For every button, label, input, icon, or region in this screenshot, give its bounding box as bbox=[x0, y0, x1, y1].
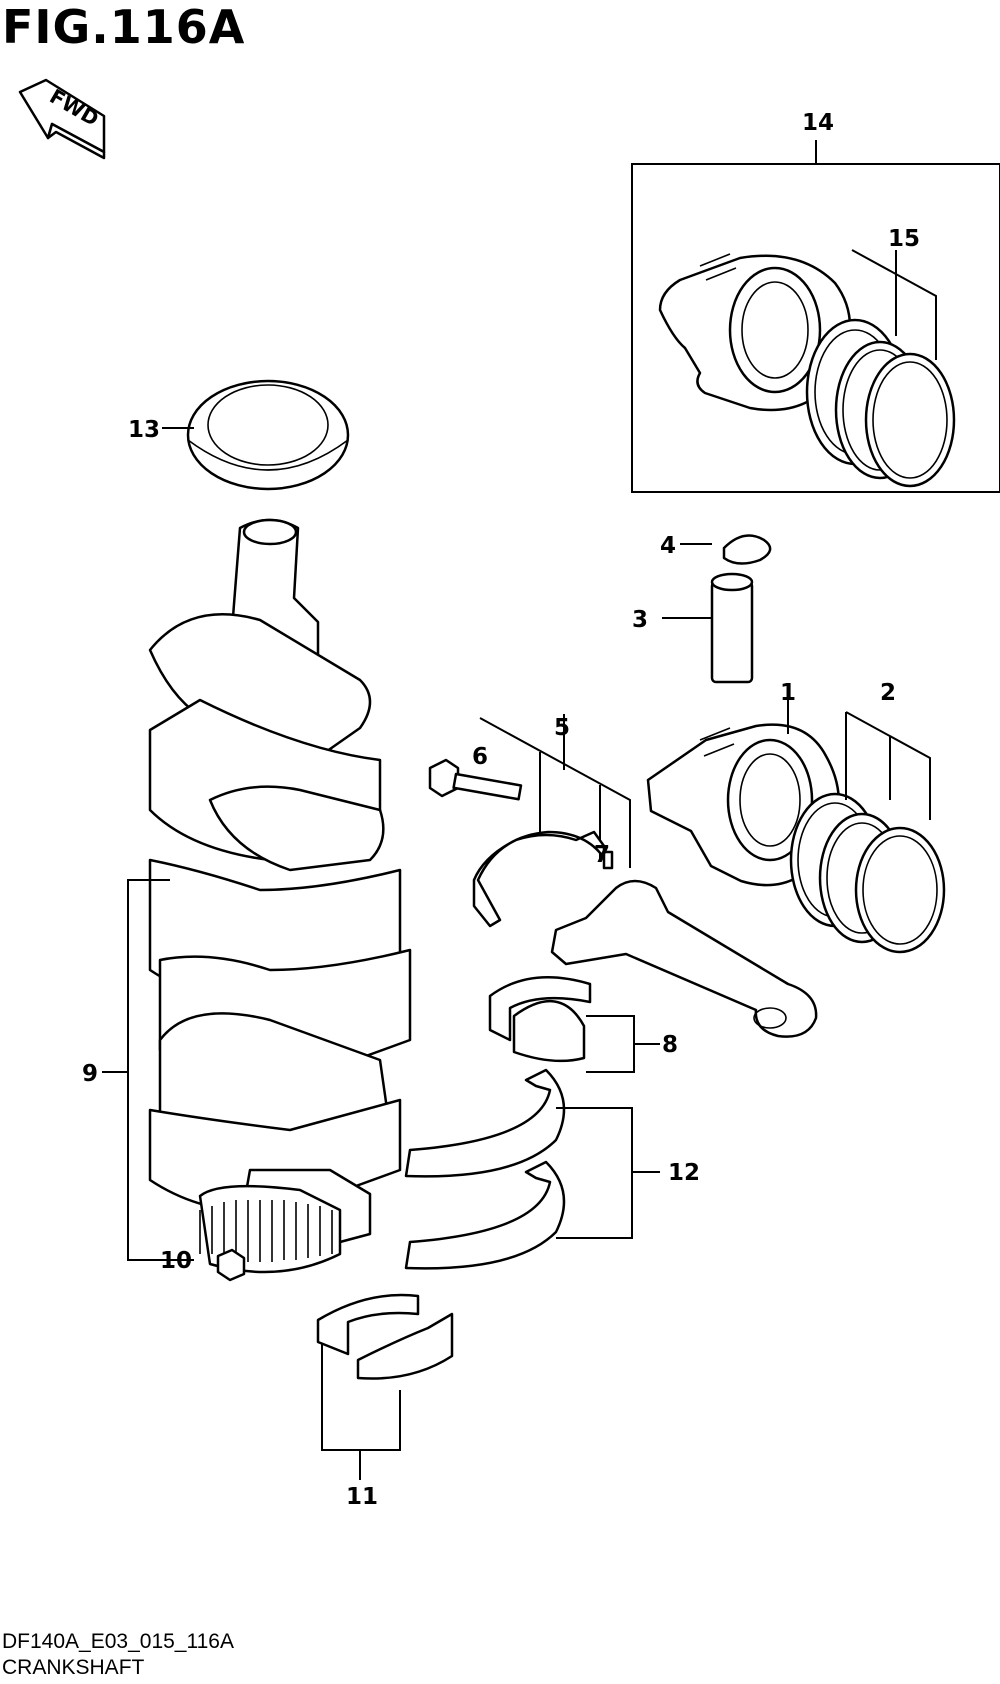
main-bearing bbox=[316, 1293, 454, 1380]
callout-6: 6 bbox=[472, 744, 488, 770]
thrust-washers bbox=[404, 1068, 566, 1270]
callout-8: 8 bbox=[662, 1032, 678, 1058]
connecting-rod bbox=[550, 879, 818, 1038]
callout-13: 13 bbox=[128, 417, 160, 443]
callout-15: 15 bbox=[888, 226, 920, 252]
piston-pin-circlip bbox=[722, 534, 772, 565]
callout-14: 14 bbox=[802, 110, 834, 136]
callout-3: 3 bbox=[632, 607, 648, 633]
piston-rings-in-box bbox=[805, 318, 956, 488]
callout-5: 5 bbox=[554, 715, 570, 741]
crankshaft bbox=[148, 518, 412, 1274]
callout-7: 7 bbox=[594, 842, 610, 868]
oil-seal bbox=[186, 379, 350, 491]
callout-11: 11 bbox=[346, 1484, 378, 1510]
conrod-cap bbox=[472, 830, 606, 928]
callout-12: 12 bbox=[668, 1160, 700, 1186]
callout-4: 4 bbox=[660, 533, 676, 559]
piston-pin bbox=[710, 572, 754, 684]
figure-title: FIG.116A bbox=[2, 0, 246, 54]
conrod-bearing bbox=[488, 976, 592, 1063]
callout-10: 10 bbox=[160, 1248, 192, 1274]
figure-name: CRANKSHAFT bbox=[2, 1656, 145, 1679]
figure-code: DF140A_E03_015_116A bbox=[2, 1630, 234, 1653]
callout-9: 9 bbox=[82, 1061, 98, 1087]
conrod-dowel bbox=[602, 850, 614, 870]
callout-2: 2 bbox=[880, 680, 896, 706]
piston-in-box bbox=[658, 253, 852, 412]
crankshaft-dowel bbox=[216, 1248, 246, 1282]
piston-rings bbox=[789, 792, 946, 954]
fwd-arrow-icon: FWD bbox=[18, 78, 106, 160]
callout-1: 1 bbox=[780, 680, 796, 706]
conrod-bolt bbox=[428, 758, 523, 801]
